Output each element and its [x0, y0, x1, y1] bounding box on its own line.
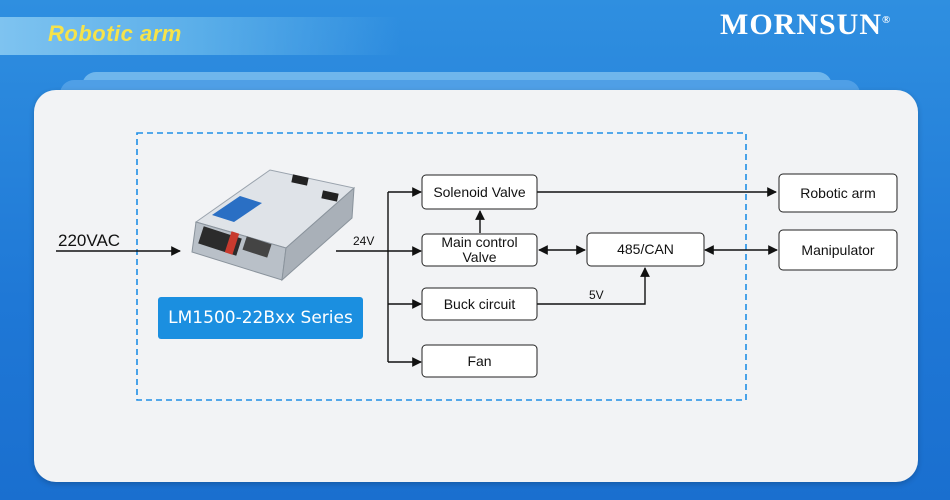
manipulator-label: Manipulator [801, 242, 874, 258]
main-control-label-line1: Main control [441, 234, 517, 250]
arrow-buck-to-bus [537, 267, 650, 305]
main-control-valve-box [421, 233, 538, 267]
diagram-panel [34, 90, 918, 482]
buck-output-label: 5V [589, 288, 604, 302]
input-label: 220VAC [58, 231, 120, 250]
module-boundary [136, 132, 747, 401]
fan-box [421, 344, 538, 378]
solenoid-valve-label: Solenoid Valve [433, 184, 526, 200]
page-title: Robotic arm [48, 21, 182, 46]
buck-circuit-box [421, 287, 538, 321]
main-control-label-line2: Valve [463, 249, 497, 265]
bus-485-can-box [586, 232, 705, 267]
manipulator-box [778, 229, 898, 271]
buck-circuit-label: Buck circuit [444, 296, 516, 312]
fan-label: Fan [467, 353, 491, 369]
output-voltage-label: 24V [353, 234, 374, 248]
solenoid-valve-box [421, 174, 538, 210]
power-supply-unit [191, 169, 356, 282]
product-series-badge: LM1500-22Bxx Series [158, 297, 363, 339]
bus-485-can-label: 485/CAN [617, 241, 674, 257]
robotic-arm-box [778, 173, 898, 213]
title-banner [0, 17, 400, 55]
brand-name: MORNSUN [720, 8, 882, 41]
registered-mark: ® [882, 14, 892, 26]
brand-logo: MORNSUN® [720, 8, 891, 42]
robotic-arm-label: Robotic arm [800, 185, 875, 201]
